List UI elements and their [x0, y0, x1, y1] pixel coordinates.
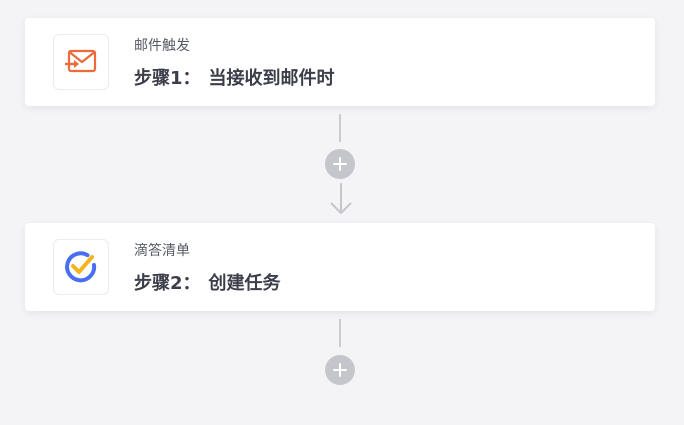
ticktick-icon [53, 239, 109, 295]
connector-line [339, 114, 341, 142]
step-action: 当接收到邮件时 [208, 68, 335, 89]
add-step-button[interactable] [325, 149, 355, 179]
step-label: 步骤2： [134, 273, 201, 294]
step-action: 创建任务 [208, 273, 281, 294]
step-label: 步骤1： [134, 68, 201, 89]
connector-line [339, 319, 341, 347]
arrow-down-icon [330, 183, 352, 214]
app-name: 邮件触发 [134, 38, 190, 54]
step-title: 步骤2： 创建任务 [134, 269, 281, 295]
add-step-button[interactable] [325, 355, 355, 385]
mail-trigger-icon [53, 34, 109, 90]
step-card-2[interactable]: 滴答清单 步骤2： 创建任务 [25, 223, 655, 311]
step-card-1[interactable]: 邮件触发 步骤1： 当接收到邮件时 [25, 18, 655, 106]
app-name: 滴答清单 [134, 243, 190, 259]
step-title: 步骤1： 当接收到邮件时 [134, 64, 335, 90]
